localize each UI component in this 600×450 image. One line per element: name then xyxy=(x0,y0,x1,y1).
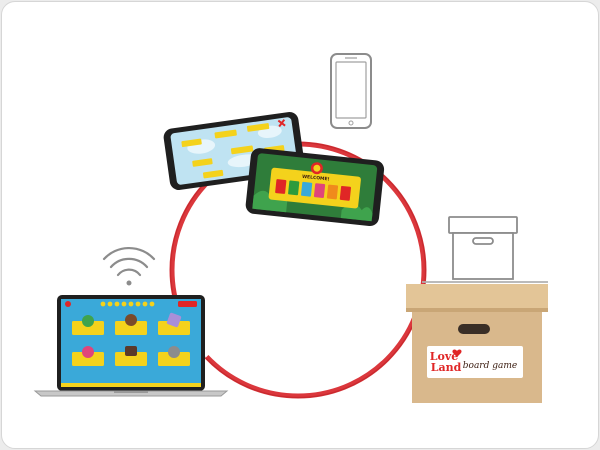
board-game-label: board game xyxy=(463,361,517,371)
phone-welcome-game: WELCOME! xyxy=(245,148,385,227)
board-game-box-icon: Love Land board game xyxy=(406,284,548,403)
laptop xyxy=(33,295,229,397)
heart-icon xyxy=(452,349,462,357)
welcome-label: WELCOME! xyxy=(302,174,330,183)
storage-box-icon xyxy=(422,216,548,283)
wifi-icon xyxy=(102,246,156,286)
smartphone-outline-icon xyxy=(330,53,372,129)
brand-love: Love xyxy=(430,350,458,363)
brand-land: Land xyxy=(431,361,462,374)
